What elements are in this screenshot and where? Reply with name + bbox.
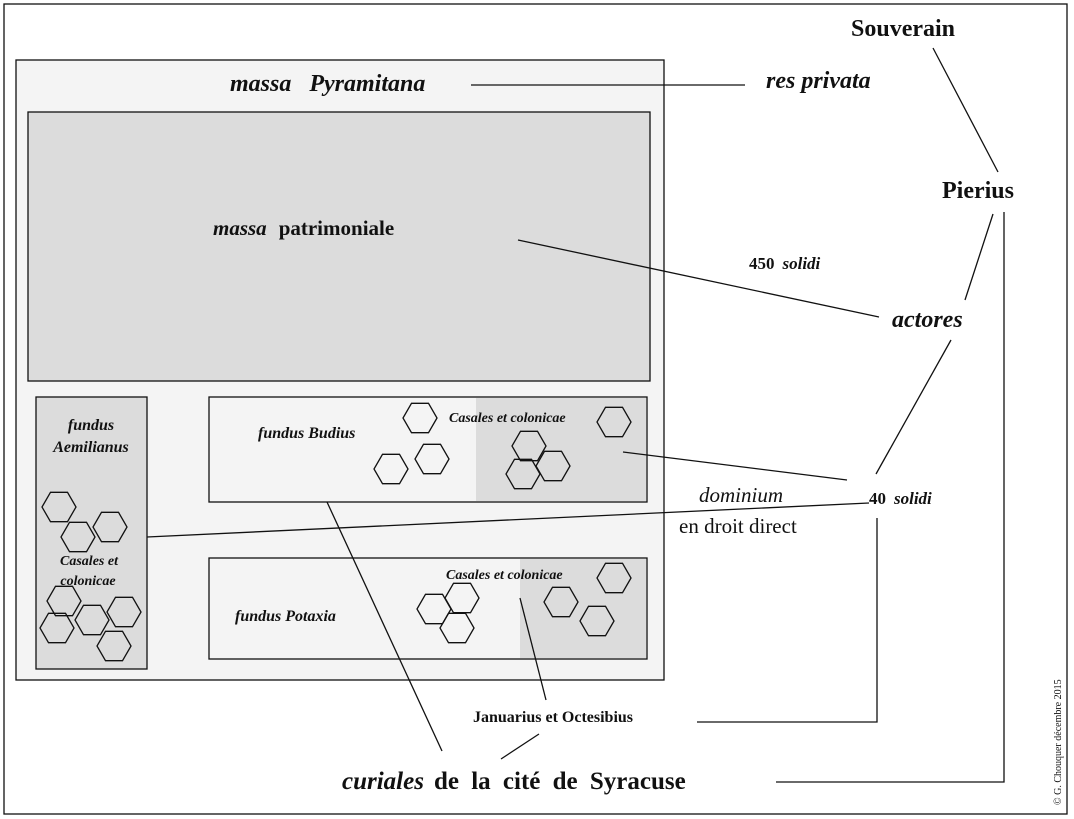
droit-direct-label: en droit direct [679, 514, 797, 538]
line-budius-curiales [326, 501, 443, 752]
budius-casales-area [476, 398, 646, 501]
hexagon-casale-icon [92, 511, 128, 543]
fundus-potaxia-label: fundus Potaxia [235, 608, 336, 625]
hexagon-casale-icon [39, 612, 75, 644]
hexagon-casale-icon [402, 402, 438, 434]
hexagon-casale-icon [74, 604, 110, 636]
line-januarius-curiales [500, 733, 540, 760]
fundus-aemilianus-box [35, 396, 148, 670]
hexagon-casale-icon [579, 605, 615, 637]
res-privata-label: res privata [766, 68, 871, 94]
line-pierius-actores [964, 213, 994, 301]
hexagon-casale-icon [106, 596, 142, 628]
line-budius-casales-40-solidi [622, 451, 848, 481]
massa-patrimoniale-box [27, 111, 651, 382]
connector-lines [146, 47, 1005, 783]
hexagon-casale-icon [596, 406, 632, 438]
hexagon-casale-icon [596, 562, 632, 594]
dominium-label: dominium [699, 483, 783, 507]
aemilianus-label-line1: fundus [68, 417, 114, 434]
line-actores-40-solidi [875, 339, 952, 475]
line-pierius-curiales [776, 212, 1005, 783]
hexagon-casale-icon [439, 612, 475, 644]
januarius-octesibius-label: Januarius et Octesibius [473, 709, 633, 726]
aemilianus-casales-line1: Casales et [60, 554, 119, 569]
line-40-solidi-januarius [697, 518, 878, 723]
line-potaxia-januarius [519, 597, 547, 701]
hexagon-casale-icon [511, 430, 547, 462]
line-patrimoniale-actores [517, 239, 880, 318]
hexagon-casale-icon [60, 521, 96, 553]
hexagon-casale-icon [41, 491, 77, 523]
hexagon-group [39, 402, 632, 662]
hexagon-casale-icon [543, 586, 579, 618]
hexagon-casale-icon [505, 458, 541, 490]
fundus-budius-label: fundus Budius [258, 425, 355, 442]
copyright-note: © G. Chouquer décembre 2015 [1053, 679, 1064, 805]
actores-label: actores [892, 307, 963, 333]
hexagon-casale-icon [46, 585, 82, 617]
budius-casales-label: Casales et colonicae [449, 411, 566, 426]
line-souverain-pierius [932, 47, 999, 173]
hexagon-casale-icon [414, 443, 450, 475]
hexagon-casale-icon [373, 453, 409, 485]
souverain-label: Souverain [851, 16, 955, 42]
potaxia-casales-area [520, 559, 646, 658]
aemilianus-label-line2: Aemilianus [52, 439, 129, 456]
line-aemilianus-dominium [146, 502, 870, 538]
pierius-label: Pierius [942, 178, 1014, 204]
aemilianus-casales-line2: colonicae [60, 574, 115, 589]
hexagon-casale-icon [96, 630, 132, 662]
potaxia-casales-label: Casales et colonicae [446, 568, 563, 583]
